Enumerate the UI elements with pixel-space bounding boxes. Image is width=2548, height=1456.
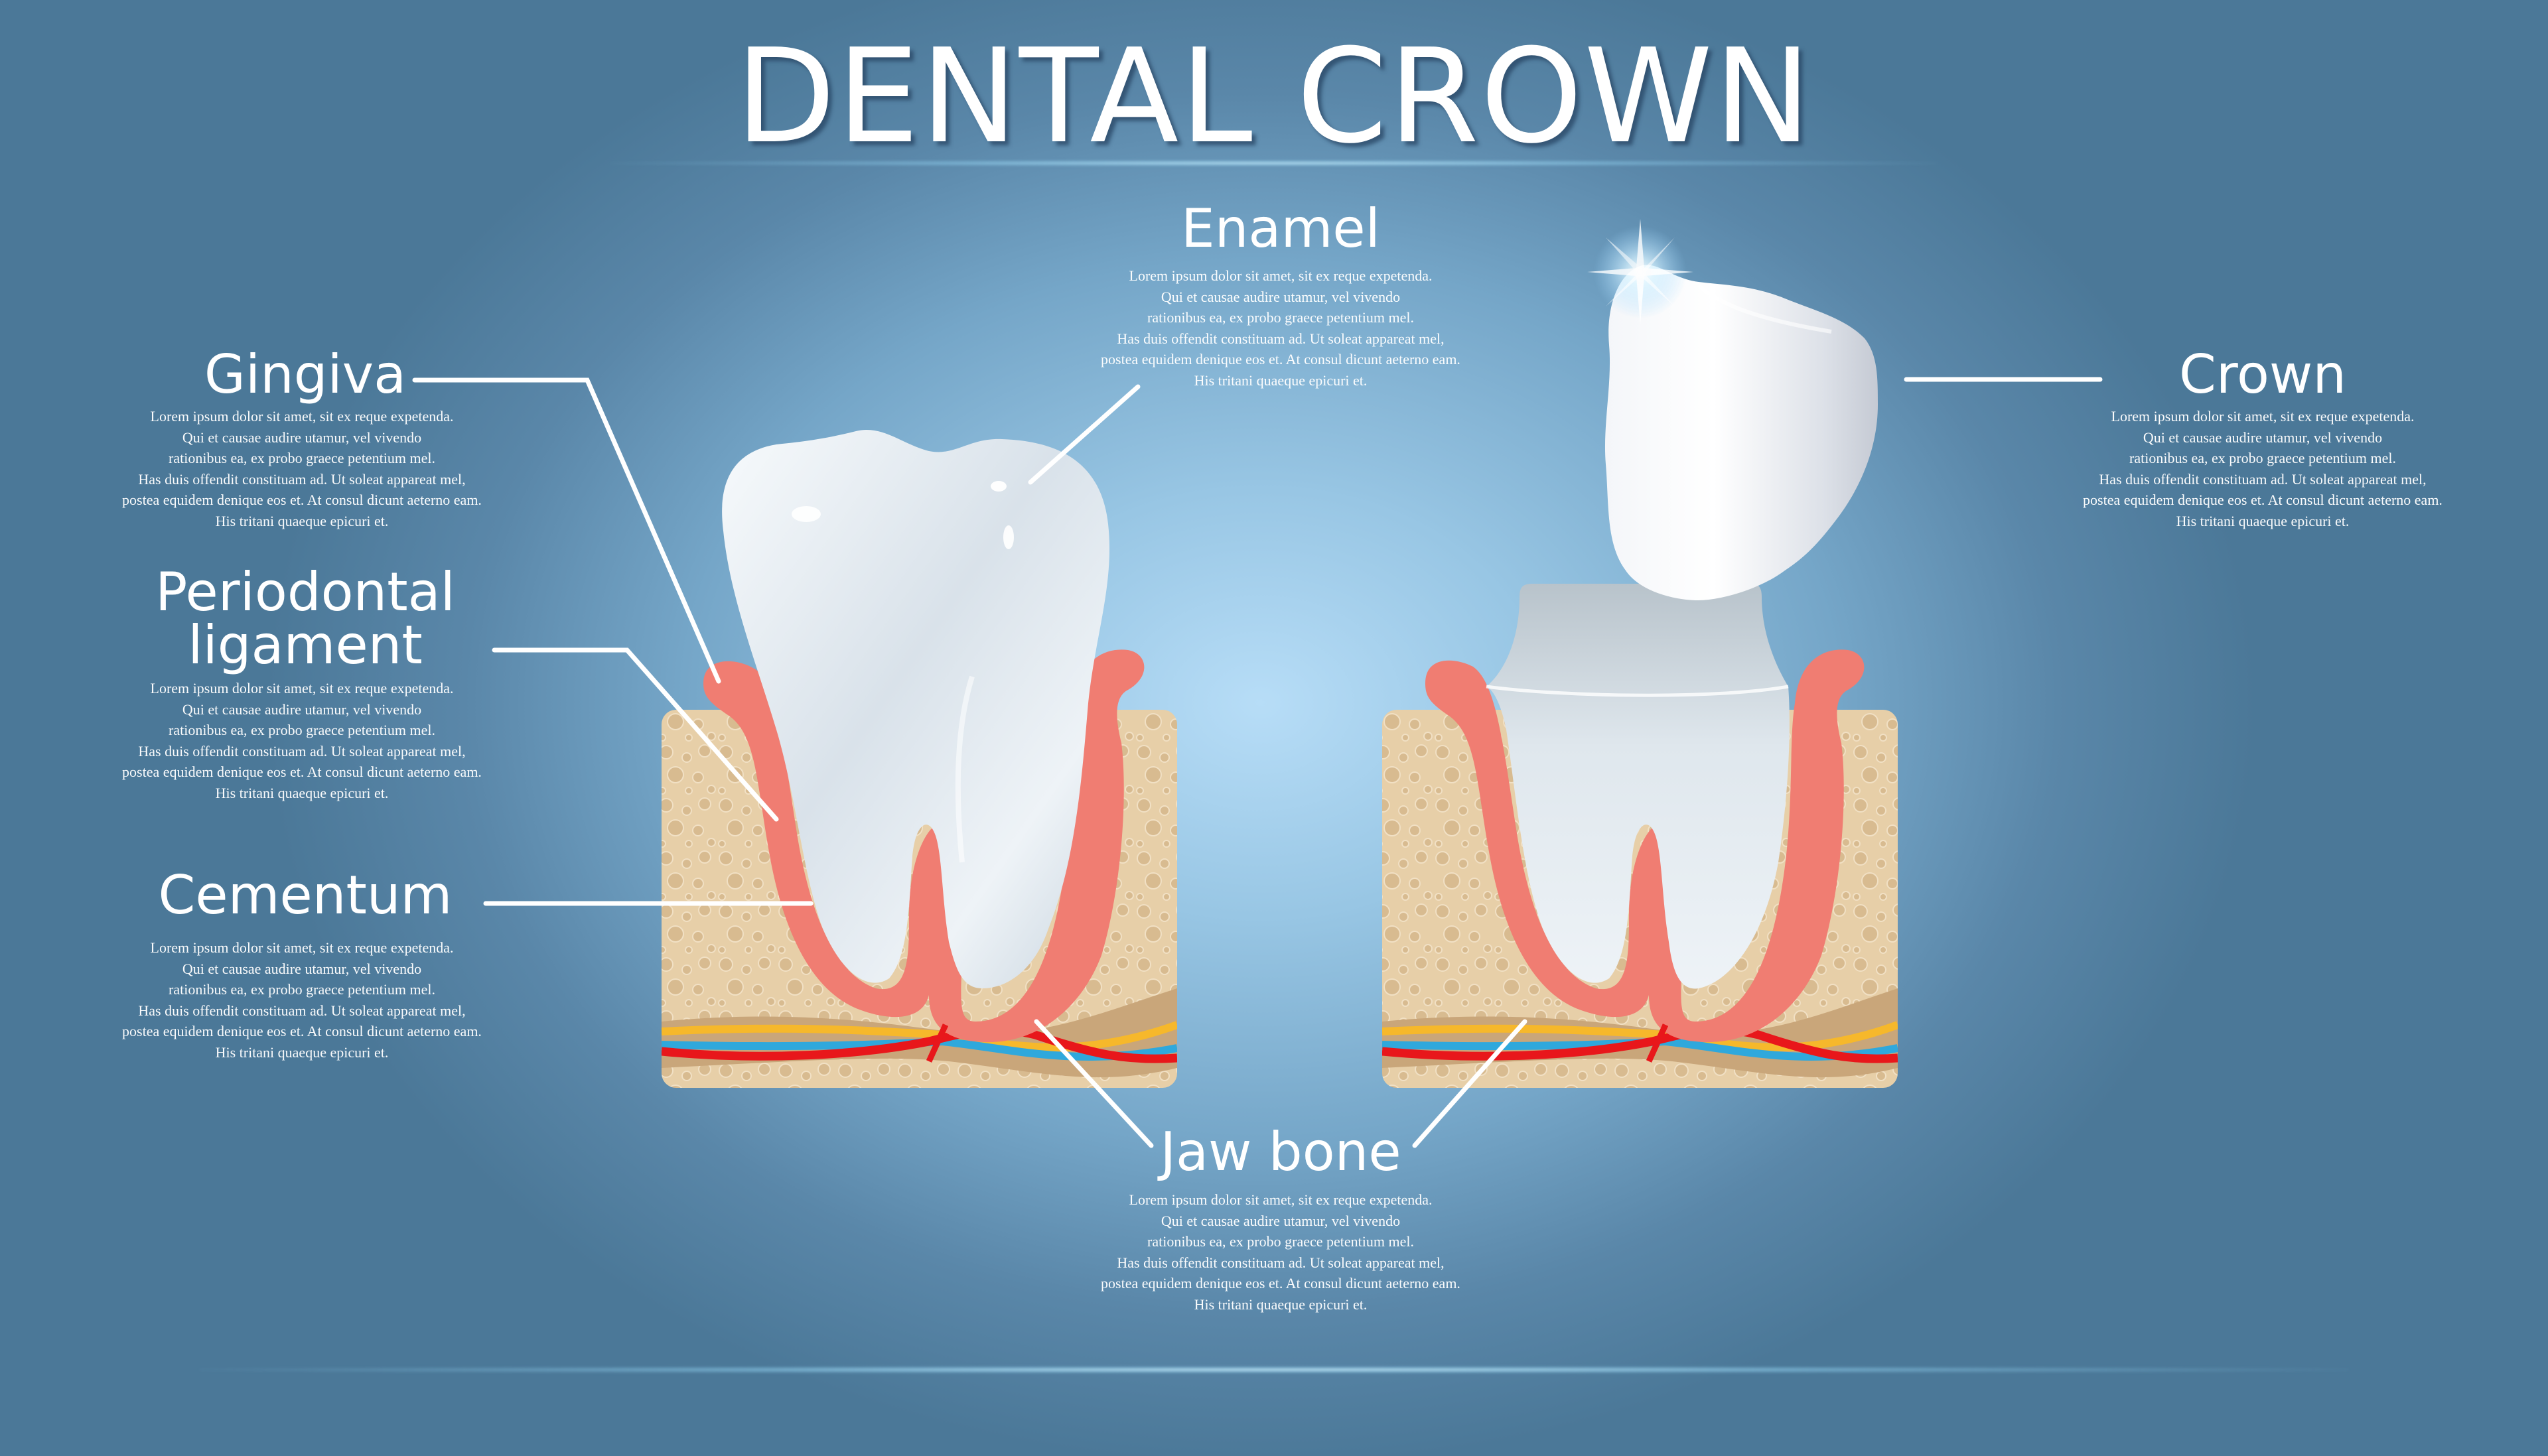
enamel-label: Enamel [1181, 198, 1380, 259]
jawbone-desc-line: postea equidem denique eos et. At consul… [1101, 1275, 1460, 1291]
cementum-desc-line: Qui et causae audire utamur, vel vivendo [182, 960, 422, 977]
crown-label: Crown [2178, 344, 2347, 405]
jawbone-leader-left-line [1034, 1019, 1154, 1148]
cementum-description: Lorem ipsum dolor sit amet, sit ex reque… [66, 937, 537, 1063]
gingiva-description: Lorem ipsum dolor sit amet, sit ex reque… [66, 406, 537, 531]
gingiva-desc-line: Has duis offendit constituam ad. Ut sole… [138, 470, 466, 488]
crown-desc-line: Has duis offendit constituam ad. Ut sole… [2099, 470, 2427, 488]
enamel-desc-line: rationibus ea, ex probo graece petentium… [1147, 309, 1414, 326]
crown-desc-line: His tritani quaeque epicuri et. [2176, 512, 2350, 529]
periodontal-description: Lorem ipsum dolor sit amet, sit ex reque… [66, 678, 537, 803]
enamel-description: Lorem ipsum dolor sit amet, sit ex reque… [1045, 265, 1516, 391]
enamel-leader-line [1028, 384, 1141, 485]
jawbone-desc-line: His tritani quaeque epicuri et. [1194, 1295, 1368, 1313]
periodontal-desc-line: Has duis offendit constituam ad. Ut sole… [138, 742, 466, 760]
sparkle-icon [1587, 219, 1693, 325]
top-glow-divider [610, 161, 1938, 166]
periodontal-desc-line: postea equidem denique eos et. At consul… [122, 763, 482, 780]
gingiva-leader-line [412, 377, 721, 684]
right-gum [1425, 649, 1865, 1043]
left-tooth [722, 429, 1110, 988]
crown-desc-line: Lorem ipsum dolor sit amet, sit ex reque… [2111, 408, 2415, 425]
jawbone-description: Lorem ipsum dolor sit amet, sit ex reque… [1045, 1189, 1516, 1315]
crown-desc-line: rationibus ea, ex probo graece petentium… [2129, 450, 2396, 466]
periodontal-desc-line: rationibus ea, ex probo graece petentium… [169, 722, 435, 738]
gingiva-desc-line: Qui et causae audire utamur, vel vivendo [182, 429, 422, 446]
enamel-desc-line: His tritani quaeque epicuri et. [1194, 371, 1368, 389]
gingiva-desc-line: postea equidem denique eos et. At consul… [122, 492, 482, 508]
jawbone-desc-line: Lorem ipsum dolor sit amet, sit ex reque… [1129, 1191, 1433, 1208]
cementum-desc-line: His tritani quaeque epicuri et. [215, 1043, 389, 1061]
gingiva-desc-line: His tritani quaeque epicuri et. [215, 512, 389, 529]
cementum-desc-line: postea equidem denique eos et. At consul… [122, 1023, 482, 1039]
page-title: DENTAL CROWN [735, 21, 1813, 172]
cementum-desc-line: Has duis offendit constituam ad. Ut sole… [138, 1002, 466, 1019]
jawbone-desc-line: Qui et causae audire utamur, vel vivendo [1161, 1212, 1401, 1229]
periodontal-ligament-label: Periodontal ligament [100, 566, 511, 672]
enamel-desc-line: Has duis offendit constituam ad. Ut sole… [1117, 330, 1445, 347]
jawbone-label: Jaw bone [1160, 1121, 1401, 1183]
enamel-desc-line: Lorem ipsum dolor sit amet, sit ex reque… [1129, 267, 1433, 284]
gingiva-desc-line: rationibus ea, ex probo graece petentium… [169, 450, 435, 466]
cementum-desc-line: Lorem ipsum dolor sit amet, sit ex reque… [150, 939, 454, 956]
cementum-desc-line: rationibus ea, ex probo graece petentium… [169, 981, 435, 998]
crown-cap [1604, 265, 1878, 600]
enamel-desc-line: postea equidem denique eos et. At consul… [1101, 351, 1460, 367]
crown-description: Lorem ipsum dolor sit amet, sit ex reque… [2027, 406, 2498, 531]
cementum-label: Cementum [158, 864, 453, 926]
crown-desc-line: Qui et causae audire utamur, vel vivendo [2143, 429, 2383, 446]
jawbone-desc-line: rationibus ea, ex probo graece petentium… [1147, 1233, 1414, 1250]
enamel-desc-line: Qui et causae audire utamur, vel vivendo [1161, 288, 1401, 305]
left-gum [703, 649, 1145, 1043]
periodontal-leader-line [492, 647, 779, 822]
periodontal-desc-line: His tritani quaeque epicuri et. [215, 784, 389, 801]
crown-desc-line: postea equidem denique eos et. At consul… [2083, 492, 2442, 508]
leader-lines [412, 377, 2103, 1148]
jawbone-desc-line: Has duis offendit constituam ad. Ut sole… [1117, 1254, 1445, 1271]
gingiva-label: Gingiva [204, 344, 407, 405]
jawbone-leader-right-line [1412, 1019, 1527, 1148]
periodontal-title-line1: Periodontal [155, 561, 455, 623]
periodontal-desc-line: Qui et causae audire utamur, vel vivendo [182, 700, 422, 718]
periodontal-title-line2: ligament [188, 614, 423, 676]
right-tooth-stump [1486, 584, 1790, 989]
periodontal-desc-line: Lorem ipsum dolor sit amet, sit ex reque… [150, 680, 454, 696]
bottom-glow-divider [199, 1366, 2349, 1373]
gingiva-desc-line: Lorem ipsum dolor sit amet, sit ex reque… [150, 408, 454, 425]
